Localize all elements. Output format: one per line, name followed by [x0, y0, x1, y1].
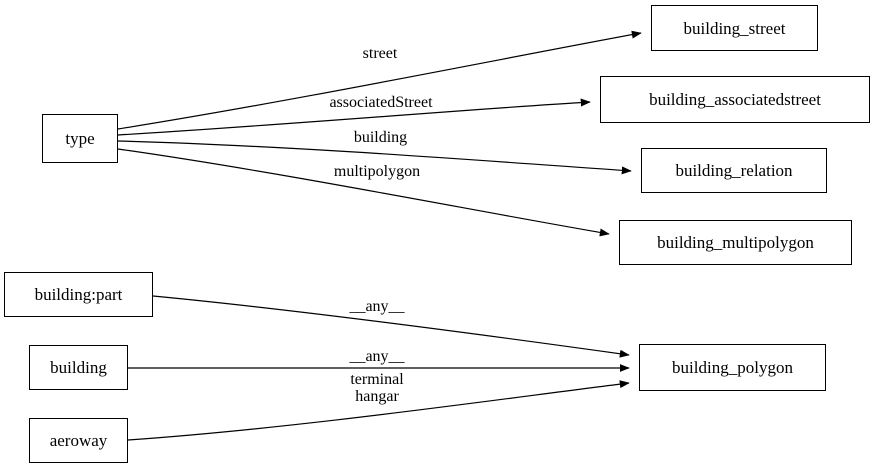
node-building_relation[interactable]: building_relation	[641, 148, 827, 193]
edge-type-to-building_street	[117, 30, 642, 130]
node-building[interactable]: building	[29, 345, 128, 390]
edge-label-e6: __any__	[349, 348, 405, 365]
edge-label-e2: associatedStreet	[329, 94, 433, 111]
edge-type-to-building_relation	[117, 140, 632, 175]
edge-label-e3: building	[353, 129, 408, 146]
edge-paths	[117, 30, 642, 441]
node-building_part[interactable]: building:part	[4, 272, 153, 317]
edge-type-to-building_multipolygon	[117, 148, 610, 237]
edge-aeroway-to-building_polygon	[127, 380, 630, 441]
node-aeroway[interactable]: aeroway	[29, 418, 128, 463]
node-building_street[interactable]: building_street	[651, 5, 818, 51]
edge-label-e5: __any__	[349, 298, 405, 315]
edge-label-e7: terminal hangar	[350, 371, 404, 405]
edge-type-to-building_associatedstreet	[117, 98, 591, 136]
edge-building_part-to-building_polygon	[152, 295, 630, 358]
node-type[interactable]: type	[42, 114, 118, 163]
node-building_multipolygon[interactable]: building_multipolygon	[619, 220, 852, 265]
node-building_associatedstreet[interactable]: building_associatedstreet	[600, 76, 870, 123]
node-building_polygon[interactable]: building_polygon	[639, 344, 826, 391]
edge-label-e4: multipolygon	[333, 163, 421, 180]
edge-label-e1: street	[362, 45, 398, 62]
